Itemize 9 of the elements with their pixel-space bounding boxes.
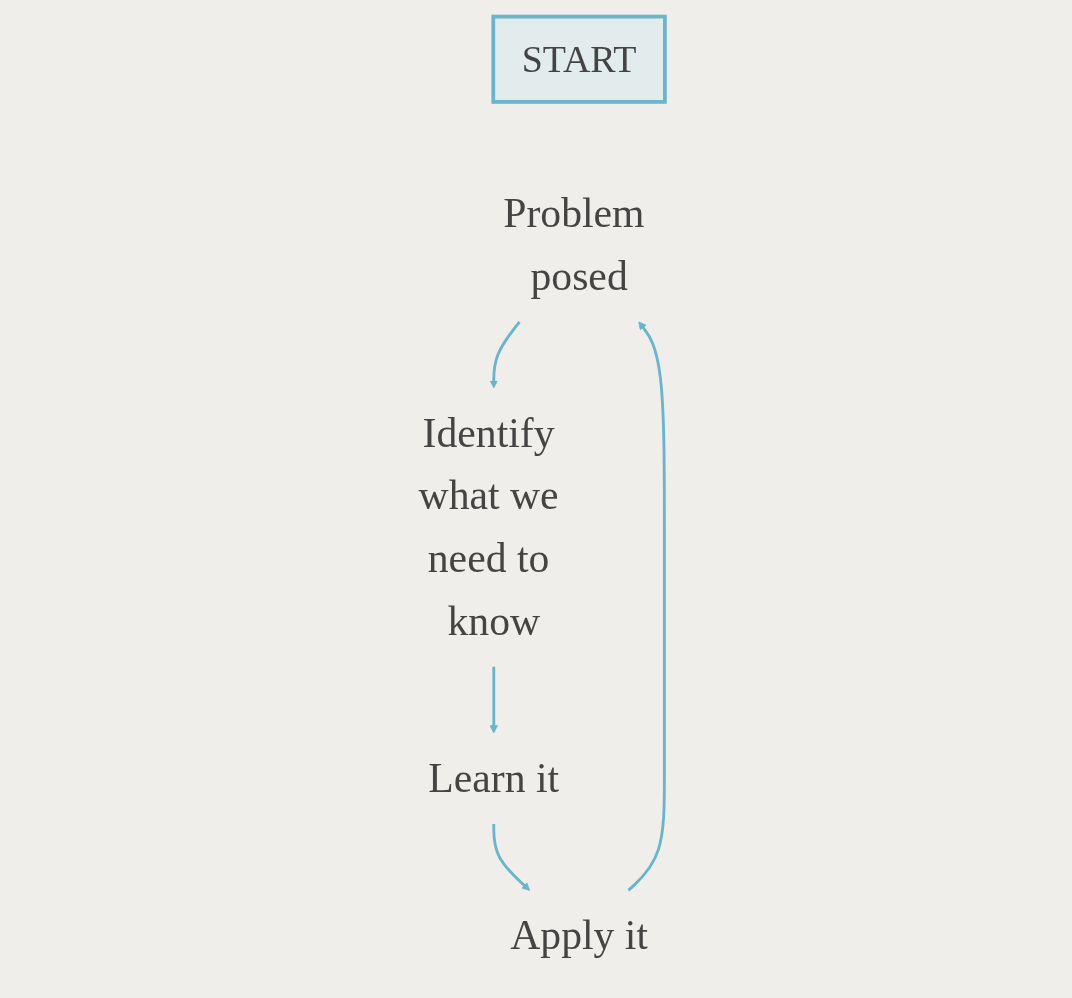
node-text: Problem posed bbox=[502, 190, 645, 300]
node-box: START bbox=[490, 14, 667, 104]
arrow bbox=[491, 824, 530, 891]
node-text: Apply it bbox=[509, 912, 648, 959]
arrow bbox=[489, 320, 521, 389]
node-text: Identify what we need to know bbox=[418, 409, 559, 645]
arrow bbox=[489, 666, 498, 734]
arrow bbox=[627, 321, 666, 892]
node-text: Learn it bbox=[427, 754, 559, 802]
